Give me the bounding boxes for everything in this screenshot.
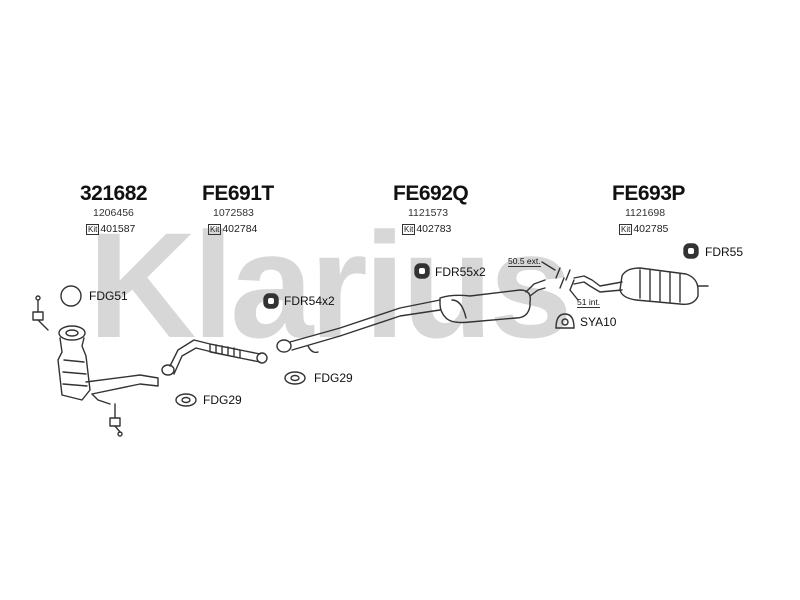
kit-badge: Kit bbox=[86, 223, 100, 235]
rubber-mount-icon bbox=[263, 293, 279, 309]
front-pipe bbox=[161, 339, 268, 376]
rubber-mount-icon bbox=[683, 243, 699, 259]
kit-badge: Kit bbox=[619, 223, 633, 235]
part-number: FE692Q bbox=[393, 182, 469, 205]
part-number: 321682 bbox=[80, 182, 148, 205]
gasket-icon bbox=[175, 393, 197, 407]
kit-value: 401587 bbox=[100, 223, 136, 235]
kit-number: Kit 402785 bbox=[619, 223, 668, 235]
kit-value: 402783 bbox=[416, 223, 452, 235]
accessory-label-fdr55: FDR55 bbox=[705, 245, 744, 259]
measurement-ext: 50.5 ext. bbox=[508, 256, 541, 267]
accessory-label-fdr55x2: FDR55x2 bbox=[435, 265, 486, 279]
kit-value: 402784 bbox=[222, 223, 258, 235]
gasket-icon bbox=[284, 371, 306, 385]
rubber-mount-icon bbox=[414, 263, 430, 279]
accessory-label-fdg51: FDG51 bbox=[89, 289, 128, 303]
pipe-split-markers bbox=[541, 261, 579, 301]
accessory-label-fdg29: FDG29 bbox=[203, 393, 242, 407]
lower-oxygen-sensor bbox=[109, 403, 123, 437]
oem-number: 1072583 bbox=[213, 207, 254, 219]
part-number: FE691T bbox=[202, 182, 274, 205]
clamp-icon bbox=[555, 313, 575, 329]
oem-number: 1121573 bbox=[408, 207, 449, 219]
accessory-label-fdg29: FDG29 bbox=[314, 371, 353, 385]
measurement-int: 51 int. bbox=[577, 297, 601, 308]
kit-badge: Kit bbox=[402, 223, 416, 235]
kit-value: 402785 bbox=[633, 223, 669, 235]
part-number: FE693P bbox=[612, 182, 685, 205]
middle-silencer-assembly bbox=[276, 279, 546, 354]
accessory-label-sya10: SYA10 bbox=[580, 315, 617, 329]
oem-number: 1206456 bbox=[93, 207, 134, 219]
accessory-label-fdr54: FDR54x2 bbox=[284, 294, 335, 308]
gasket-icon bbox=[60, 285, 82, 307]
upper-oxygen-sensor bbox=[32, 295, 49, 331]
kit-badge: Kit bbox=[208, 223, 222, 235]
oem-number: 1121698 bbox=[625, 207, 666, 219]
catalytic-converter bbox=[57, 325, 159, 405]
kit-number: Kit 402784 bbox=[208, 223, 257, 235]
brand-watermark: Klarius bbox=[88, 201, 573, 369]
kit-number: Kit 402783 bbox=[402, 223, 451, 235]
rear-silencer-assembly bbox=[573, 267, 709, 306]
kit-number: Kit 401587 bbox=[86, 223, 135, 235]
